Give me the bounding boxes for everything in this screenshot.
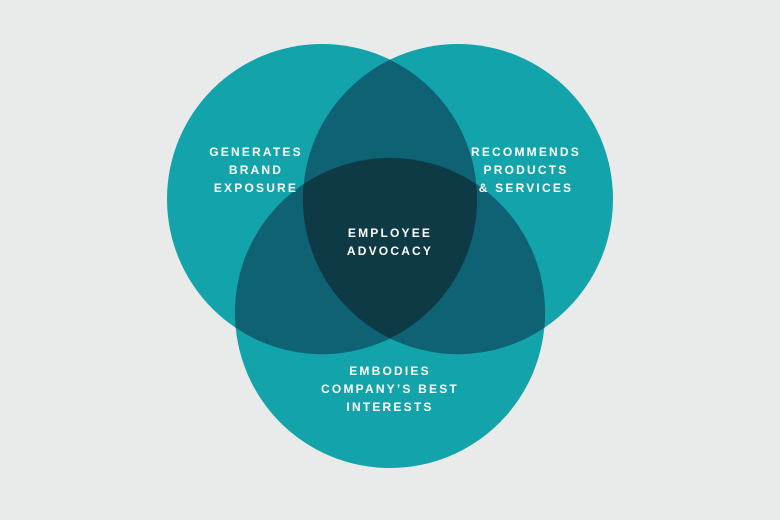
label-line: COMPANY’S BEST bbox=[321, 382, 459, 396]
label-line: EMPLOYEE bbox=[347, 226, 433, 240]
overlap-center-triple bbox=[302, 157, 478, 339]
label-generates-brand-exposure: GENERATES BRAND EXPOSURE bbox=[209, 143, 303, 197]
label-line: INTERESTS bbox=[346, 400, 434, 414]
label-line: & SERVICES bbox=[478, 181, 574, 195]
label-employee-advocacy: EMPLOYEE ADVOCACY bbox=[347, 224, 433, 260]
label-line: BRAND bbox=[228, 163, 284, 177]
label-embodies-company-interests: EMBODIES COMPANY’S BEST INTERESTS bbox=[321, 362, 459, 416]
label-line: PRODUCTS bbox=[483, 163, 569, 177]
label-line: EXPOSURE bbox=[213, 181, 299, 195]
label-line: ADVOCACY bbox=[346, 244, 434, 258]
label-line: EMBODIES bbox=[349, 364, 431, 378]
label-line: GENERATES bbox=[209, 145, 303, 159]
label-recommends-products-services: RECOMMENDS PRODUCTS & SERVICES bbox=[471, 143, 581, 197]
label-line: RECOMMENDS bbox=[470, 145, 582, 159]
